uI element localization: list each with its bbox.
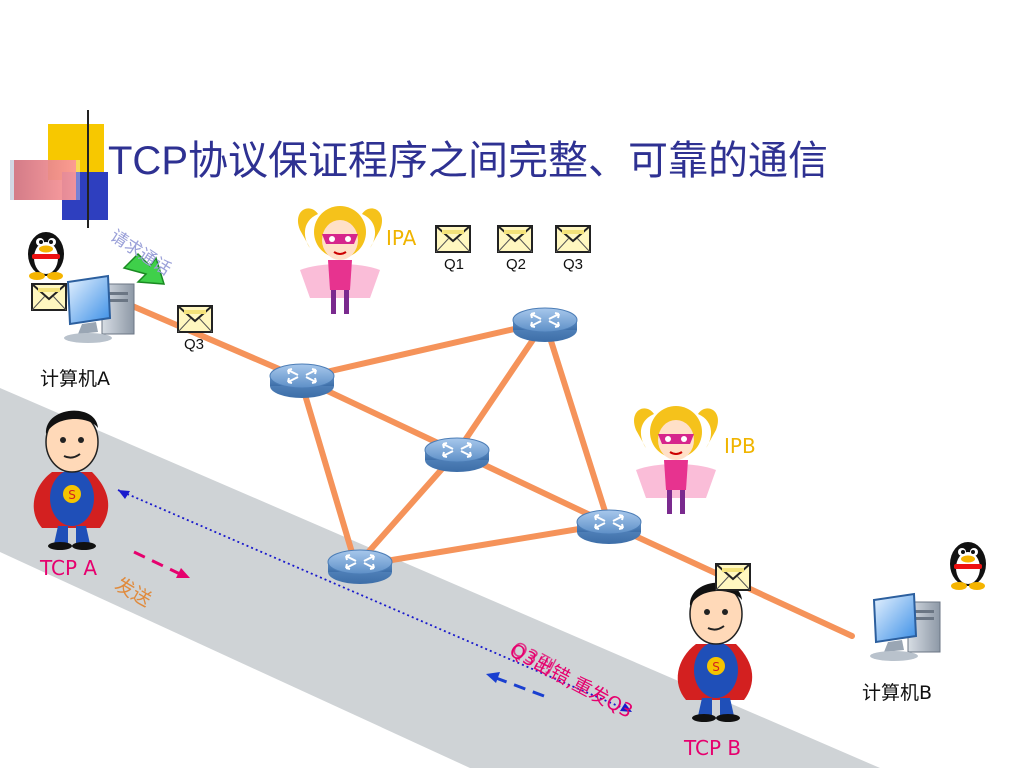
- road-band: [0, 388, 880, 768]
- envelope-q3-icon: [555, 225, 591, 253]
- envelope-computer-a-icon: [31, 283, 67, 311]
- send-dashed-arrow: [133, 550, 190, 578]
- ipa-label: IPA: [386, 226, 417, 250]
- envelope-near-b-icon: [715, 563, 751, 591]
- router-2-icon: [512, 307, 578, 343]
- tcp-a-label: TCP A: [40, 556, 98, 580]
- penguin-a-icon: [28, 232, 64, 280]
- title-decoration: [10, 110, 1000, 228]
- router-5-icon: [327, 549, 393, 585]
- envelope-q1-icon: [435, 225, 471, 253]
- packet-q1-label: Q1: [444, 256, 465, 273]
- page-title: TCP协议保证程序之间完整、可靠的通信: [108, 139, 828, 183]
- envelope-q2-icon: [497, 225, 533, 253]
- packet-q3-near-a-label: Q3: [184, 336, 205, 353]
- computer-a-icon: [63, 275, 135, 344]
- router-4-icon: [576, 509, 642, 545]
- tcp-b-label: TCP B: [684, 736, 742, 760]
- green-arrow-icon: [122, 252, 166, 285]
- ipa-character-icon: [296, 205, 384, 315]
- resend-dashed-arrow: [486, 672, 545, 698]
- ipb-label: IPB: [724, 434, 756, 458]
- envelope-q3-near-a-icon: [177, 305, 213, 333]
- packet-q3-label: Q3: [563, 256, 584, 273]
- packet-q2-label: Q2: [506, 256, 527, 273]
- computer-b-label: 计算机B: [862, 682, 933, 704]
- dotted-arrowhead-b: [620, 703, 632, 712]
- penguin-b-icon: [950, 542, 986, 590]
- computer-a-label: 计算机A: [40, 368, 110, 390]
- dotted-arrowhead-a: [118, 490, 130, 499]
- router-3-icon: [424, 437, 490, 473]
- computer-b-icon: [869, 593, 941, 662]
- router-1-icon: [269, 363, 335, 399]
- tcp-dotted-link: [117, 489, 633, 713]
- ipb-character-icon: [632, 405, 720, 515]
